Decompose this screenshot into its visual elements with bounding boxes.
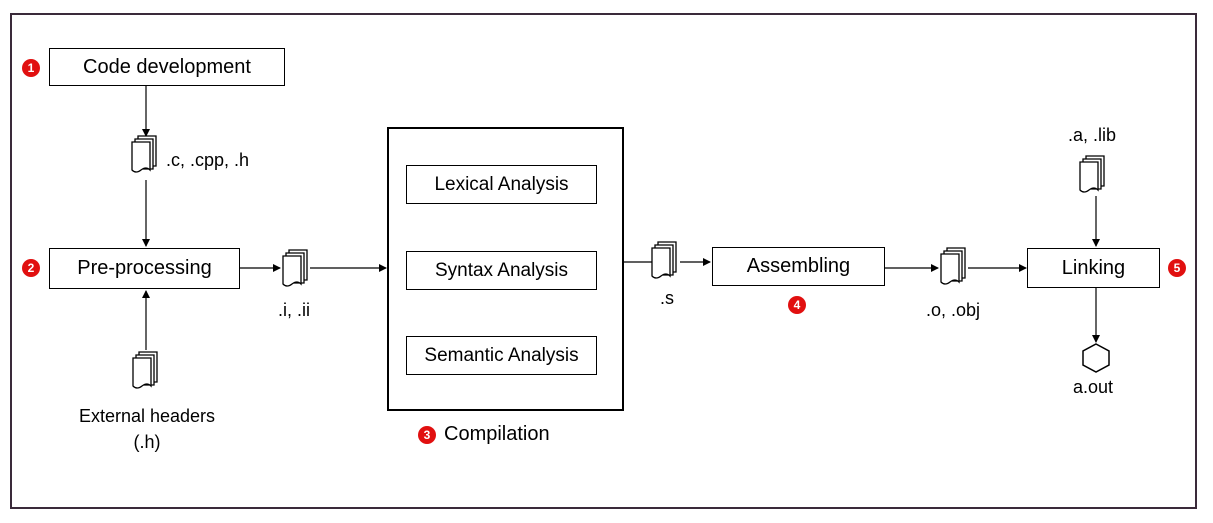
syntax-analysis-box: Syntax Analysis — [406, 251, 597, 290]
step-3-badge: 3 — [418, 426, 436, 444]
output-label: a.out — [1073, 377, 1114, 397]
compilation-label: Compilation — [444, 423, 550, 445]
semantic-analysis-box: Semantic Analysis — [406, 336, 597, 375]
document-stack-icon — [651, 241, 677, 279]
step-4-badge: 4 — [788, 296, 806, 314]
step-2-badge: 2 — [22, 259, 40, 277]
linking-box: Linking — [1027, 248, 1160, 288]
document-stack-icon — [132, 351, 158, 389]
document-stack-icon — [1079, 155, 1105, 193]
external-headers-ext-label: (.h) — [133, 432, 161, 452]
document-stack-icon — [282, 249, 308, 287]
lexical-analysis-box: Lexical Analysis — [406, 165, 597, 204]
document-stack-icon — [131, 135, 157, 173]
external-headers-label: External headers — [78, 406, 216, 426]
step-5-badge: 5 — [1168, 259, 1186, 277]
hexagon-icon — [1082, 343, 1110, 373]
document-stack-icon — [940, 247, 966, 285]
object-files-label: .o, .obj — [926, 300, 981, 320]
step-1-badge: 1 — [22, 59, 40, 77]
assembly-files-label: .s — [660, 288, 675, 308]
source-files-label: .c, .cpp, .h — [166, 150, 250, 170]
library-files-label: .a, .lib — [1068, 125, 1117, 145]
code-development-box: Code development — [49, 48, 285, 86]
assembling-box: Assembling — [712, 247, 885, 286]
diagram-frame — [10, 13, 1197, 509]
pre-processing-box: Pre-processing — [49, 248, 240, 289]
preprocessed-files-label: .i, .ii — [278, 300, 311, 320]
